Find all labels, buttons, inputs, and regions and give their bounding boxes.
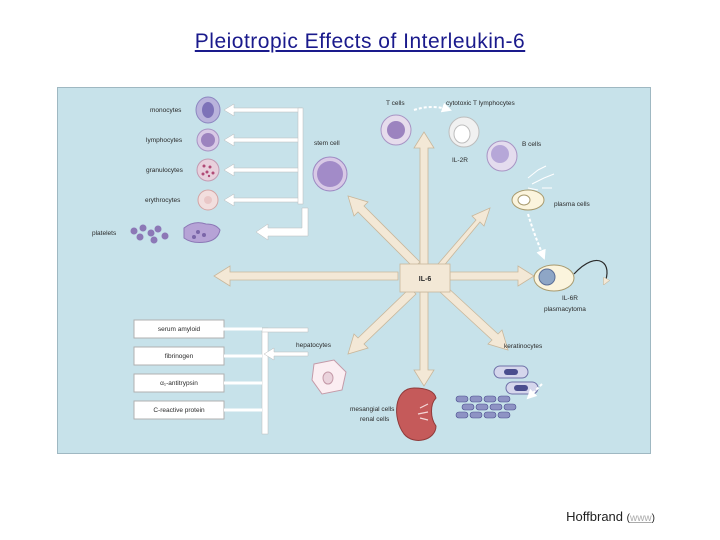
proteins-group [133,320,309,435]
stem-cell [312,156,348,192]
radial-arrows [213,131,535,387]
il6-diagram: IL-6 monocytes lymphocytes granulocytes [57,87,651,454]
label-monocytes: monocytes [150,107,182,114]
il6-label: IL-6 [419,276,432,283]
arrow-up-left [347,195,421,269]
arrow-down-left [347,287,417,355]
arrow-up [413,131,435,267]
keratinocytes [455,365,543,419]
label-fibrinogen: fibrinogen [165,353,194,360]
label-keratinocytes: keratinocytes [504,343,543,350]
label-hepatocytes: hepatocytes [296,342,332,349]
platelets-group [130,207,309,244]
label-plasmacytoma: plasmacytoma [544,306,586,313]
label-b-cells: B cells [522,141,542,148]
label-serum-amyloid: serum amyloid [158,326,201,333]
label-cytotoxic: cytotoxic T lymphocytes [446,100,516,107]
label-renal-cells: renal cells [360,416,390,423]
credit: Hoffbrand (www) [566,509,655,524]
arrow-left [213,265,399,287]
credit-link[interactable]: www [629,513,652,524]
arrow-down [413,291,435,387]
credit-author: Hoffbrand [566,509,624,524]
left-cells [195,96,221,211]
label-il2r: IL-2R [452,157,468,164]
label-mesangial-cells: mesangial cells [350,406,395,413]
label-erythrocytes: erythrocytes [145,197,181,204]
label-granulocytes: granulocytes [146,167,184,174]
label-crp: C-reactive protein [153,407,205,414]
label-antitrypsin: α₁-antitrypsin [160,380,198,387]
diagram-svg: IL-6 monocytes lymphocytes granulocytes [92,96,652,441]
left-arrows [223,103,304,207]
credit-paren-open: ( [626,513,630,524]
page-title: Pleiotropic Effects of Interleukin-6 [194,30,526,53]
arrow-up-right [437,207,491,269]
t-cells [380,102,480,148]
label-t-cells: T cells [386,100,405,107]
plasmacytoma [533,259,607,292]
arrow-right [449,265,535,287]
b-cells [486,140,555,260]
label-lymphocytes: lymphocytes [146,137,183,144]
label-stem-cell: stem cell [314,140,340,147]
il6-box [399,263,451,293]
label-il6r: IL-6R [562,295,578,302]
arrow-down-right [439,285,509,351]
label-platelets: platelets [92,230,117,237]
label-plasma-cells: plasma cells [554,201,591,208]
credit-paren-close: ) [651,513,655,524]
kidney [396,387,437,441]
hepatocyte [311,359,347,395]
